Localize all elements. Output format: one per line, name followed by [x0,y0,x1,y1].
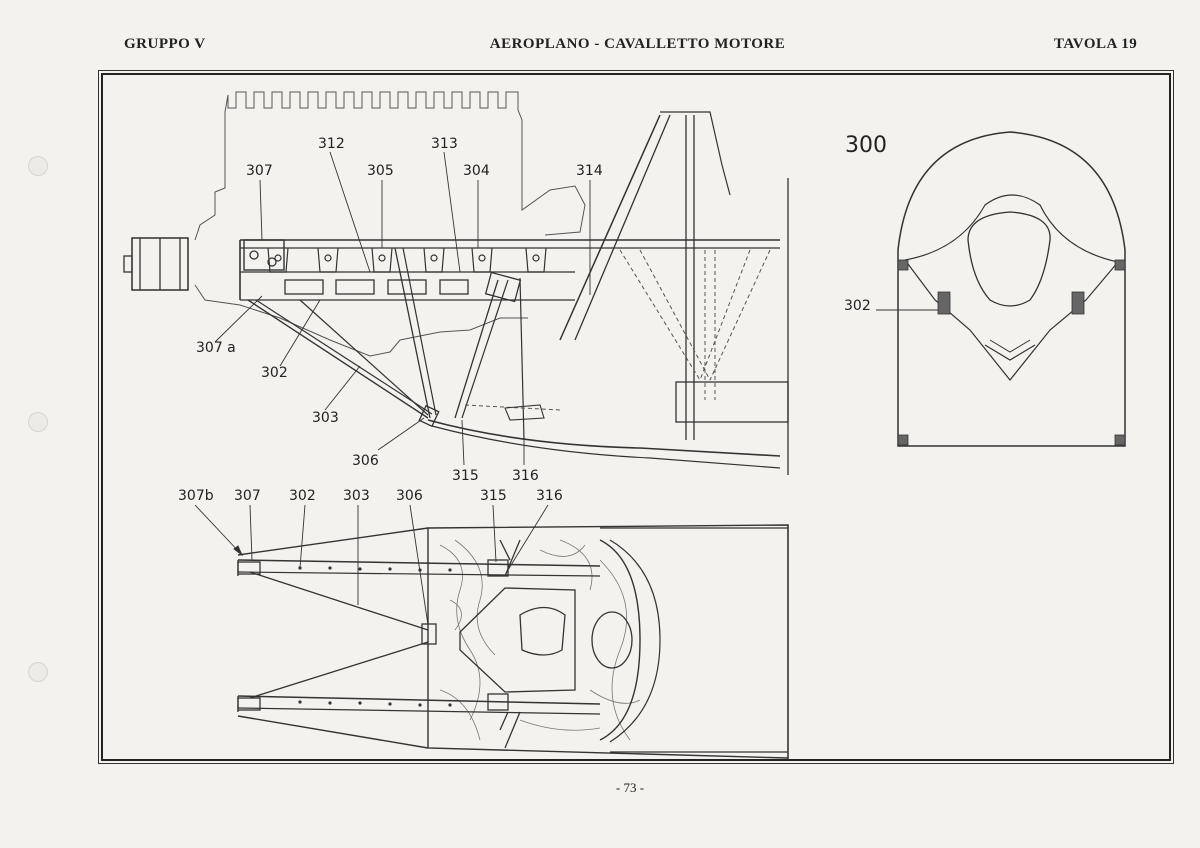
engine-ghost-outline [194,91,586,357]
side-view-leaders [214,151,591,466]
front-section [897,131,1126,447]
label-312: 312 [318,136,345,152]
page-title: AEROPLANO - CAVALLETTO MOTORE [489,36,786,52]
label-307a: 307 a [196,340,236,356]
label-303: 303 [343,488,370,504]
lightening-hole [335,279,375,295]
label-303: 303 [312,410,339,426]
firewall-bulkhead [675,381,789,423]
label-302: 302 [261,365,288,381]
label-302: 302 [289,488,316,504]
label-307: 307 [234,488,261,504]
binder-hole [28,412,48,432]
plate-number: TAVOLA 19 [1054,36,1138,52]
lower-skid [427,419,781,457]
side-view-labels: 312 313 307 305 304 314 307 a 302 303 30… [196,136,603,484]
drawing-frame-outer [98,70,1174,764]
label-307b: 307b [178,488,214,504]
strut-303 [247,299,429,419]
label-316: 316 [536,488,563,504]
label-304: 304 [463,163,490,179]
label-306: 306 [352,453,379,469]
joint-306-plan [421,623,437,645]
rear-opening [591,611,633,669]
section-opening [967,211,1051,307]
lightening-hole [387,279,427,295]
label-316: 316 [512,468,539,484]
side-view [123,91,789,475]
label-300: 300 [845,133,887,158]
engine-foot-brackets [267,247,547,273]
label-313: 313 [431,136,458,152]
label-306: 306 [396,488,423,504]
front-plate-307 [243,239,285,271]
label-305: 305 [367,163,394,179]
label-315: 315 [452,468,479,484]
plan-view [237,524,789,760]
label-315: 315 [480,488,507,504]
section-blocks [897,259,1126,446]
binder-hole [28,156,48,176]
center-panel [459,587,576,693]
page-number: - 73 - [615,780,645,795]
section-outline [897,131,1126,447]
wood-grain [439,539,641,741]
plan-view-labels: 307b 307 302 303 306 315 316 [178,488,563,504]
joint-306 [418,404,440,428]
plan-view-leaders [194,504,549,626]
group-title: GRUPPO V [124,36,206,52]
lightening-hole [284,279,324,295]
label-302-front: 302 [844,298,871,314]
longeron-302-right [237,695,601,705]
center-opening [519,606,566,656]
binder-hole [28,662,48,682]
lightening-hole [439,279,469,295]
wood-bulkhead-area [427,524,789,759]
label-307: 307 [246,163,273,179]
label-314: 314 [576,163,603,179]
diagonal-314 [559,114,661,341]
drawing-frame [101,73,1171,761]
bracket-plate-304 [484,271,522,303]
strut-303-plan [249,571,429,631]
